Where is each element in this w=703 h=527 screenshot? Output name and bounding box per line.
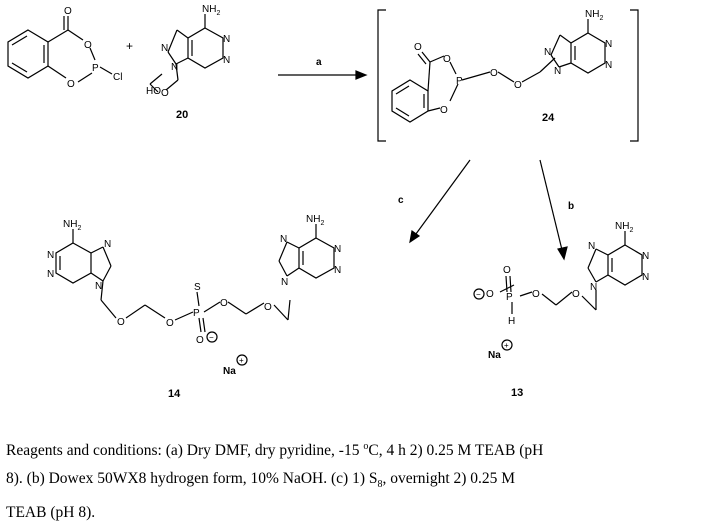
atom-N: N: [171, 62, 178, 73]
atom-O: O: [166, 318, 174, 329]
atom-HO: HO: [146, 86, 161, 97]
minus-sign: −: [209, 333, 214, 342]
bracket-right: [630, 9, 639, 142]
atom-N: N: [605, 39, 612, 50]
chlorophosphite-structure: [7, 16, 113, 83]
atom-O: O: [264, 302, 272, 313]
reaction-scheme: O O P O Cl + NH2 N N N N HO O 20 a: [7, 4, 649, 400]
atom-Cl: Cl: [113, 72, 122, 83]
atom-O: O: [572, 289, 580, 300]
atom-N: N: [590, 282, 597, 293]
atom-N: N: [223, 34, 230, 45]
compound-13-structure: [499, 231, 643, 314]
arrow-label-c: c: [398, 195, 404, 206]
atom-Na: Na: [223, 366, 236, 377]
caption-line-1: Reagents and conditions: (a) Dry DMF, dr…: [6, 441, 544, 460]
atom-H: H: [508, 316, 515, 327]
plus-sign: +: [126, 39, 133, 53]
atom-NH2: NH2: [585, 9, 603, 22]
atom-O: O: [490, 68, 498, 79]
atom-O: O: [161, 88, 169, 99]
atom-N: N: [47, 250, 54, 261]
atom-N: N: [104, 239, 111, 250]
compound-label-20: 20: [176, 109, 188, 121]
compound-20-structure: [149, 14, 224, 93]
caption-line-2: 8). (b) Dowex 50WX8 hydrogen form, 10% N…: [6, 470, 516, 491]
atom-O: O: [196, 335, 204, 346]
atom-O: O: [67, 79, 75, 90]
reaction-arrow-c: [412, 159, 471, 239]
atom-N: N: [642, 251, 649, 262]
atom-O: O: [440, 105, 448, 116]
plus-sign: +: [504, 341, 509, 350]
atom-N: N: [642, 272, 649, 283]
reaction-arrow-b: [539, 159, 564, 255]
atom-N: N: [605, 60, 612, 71]
minus-sign: −: [476, 290, 481, 299]
atom-P: P: [193, 308, 200, 319]
atom-O: O: [503, 265, 511, 276]
atom-NH2: NH2: [306, 214, 324, 227]
atom-O: O: [64, 6, 72, 17]
atom-P: P: [92, 63, 99, 74]
atom-NH2: NH2: [615, 221, 633, 234]
plus-sign: +: [239, 356, 244, 365]
atom-N: N: [588, 241, 595, 252]
negative-charge-icon: [473, 288, 485, 300]
atom-NH2: NH2: [202, 4, 220, 17]
atom-N: N: [334, 265, 341, 276]
atom-O: O: [414, 42, 422, 53]
atom-N: N: [161, 43, 168, 54]
atom-N: N: [95, 281, 102, 292]
atom-O: O: [443, 54, 451, 65]
atom-N: N: [554, 66, 561, 77]
atom-O: O: [514, 80, 522, 91]
bracket-left: [377, 9, 386, 142]
compound-label-14: 14: [168, 388, 181, 400]
arrowhead: [557, 246, 568, 261]
atom-N: N: [223, 55, 230, 66]
negative-charge-icon: [206, 331, 218, 343]
atom-P: P: [506, 292, 513, 303]
atom-O: O: [220, 298, 228, 309]
atom-O: O: [117, 317, 125, 328]
atom-N: N: [544, 47, 551, 58]
compound-14-structure: [55, 224, 335, 333]
positive-charge-icon: [501, 339, 513, 351]
arrowhead: [409, 229, 421, 244]
arrowhead: [355, 70, 368, 80]
atom-O: O: [84, 40, 92, 51]
arrow-label-b: b: [568, 201, 574, 212]
atom-N: N: [280, 234, 287, 245]
atom-O: O: [532, 289, 540, 300]
intermediate-24-structure: [391, 19, 606, 123]
arrow-label-a: a: [316, 57, 322, 68]
atom-N: N: [334, 244, 341, 255]
atom-NH2: NH2: [63, 219, 81, 232]
atom-S: S: [194, 282, 201, 293]
atom-O: O: [486, 289, 494, 300]
atom-N: N: [47, 269, 54, 280]
compound-label-24: 24: [542, 112, 555, 124]
atom-N: N: [281, 277, 288, 288]
reaction-conditions-caption: Reagents and conditions: (a) Dry DMF, dr…: [6, 433, 700, 527]
atom-P: P: [456, 76, 463, 87]
positive-charge-icon: [236, 354, 248, 366]
atom-Na: Na: [488, 350, 501, 361]
caption-line-3: TEAB (pH 8).: [6, 504, 96, 522]
compound-label-13: 13: [511, 387, 523, 399]
